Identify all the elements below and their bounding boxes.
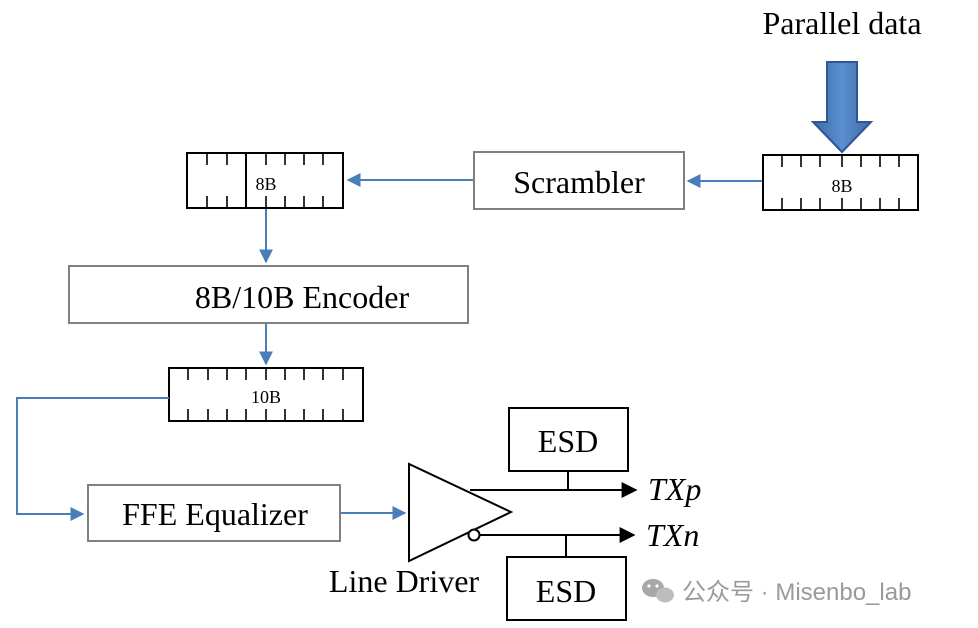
line-driver-buffer — [408, 462, 514, 563]
esd-top-label: ESD — [538, 423, 598, 459]
register-encoded-10b-label: 10B — [251, 387, 281, 407]
parallel-data-label: Parallel data — [762, 5, 921, 41]
register-scrambled-8b-label: 8B — [255, 174, 276, 194]
encoder-block: 8B/10B Encoder — [68, 265, 469, 324]
watermark-text: 公众号 · Misenbo_lab — [682, 579, 911, 606]
scrambler-label: Scrambler — [513, 164, 645, 200]
register-input-8b-label: 8B — [831, 176, 852, 196]
esd-bottom-label: ESD — [536, 573, 596, 609]
chat-bubble-icon — [642, 579, 674, 603]
watermark: 公众号 · Misenbo_lab — [642, 579, 911, 606]
register-encoded-10b: 10B — [168, 367, 364, 422]
esd-top-block: ESD — [508, 407, 629, 472]
line-driver-label: Line Driver — [329, 563, 480, 599]
esd-bottom-block: ESD — [506, 556, 627, 621]
parallel-data-arrow — [810, 61, 874, 154]
register-input-8b: 8B — [762, 154, 919, 211]
scrambler-block: Scrambler — [473, 151, 685, 210]
ffe-equalizer-block: FFE Equalizer — [87, 484, 341, 542]
arrow-10b-to-ffe — [16, 397, 169, 521]
register-scrambled-8b: 8B — [186, 152, 344, 209]
txp-label: TXp — [648, 471, 701, 507]
ffe-equalizer-label: FFE Equalizer — [122, 496, 308, 532]
txn-label: TXn — [646, 517, 699, 553]
encoder-label: 8B/10B Encoder — [195, 279, 410, 315]
inverting-output-bubble — [467, 528, 481, 542]
